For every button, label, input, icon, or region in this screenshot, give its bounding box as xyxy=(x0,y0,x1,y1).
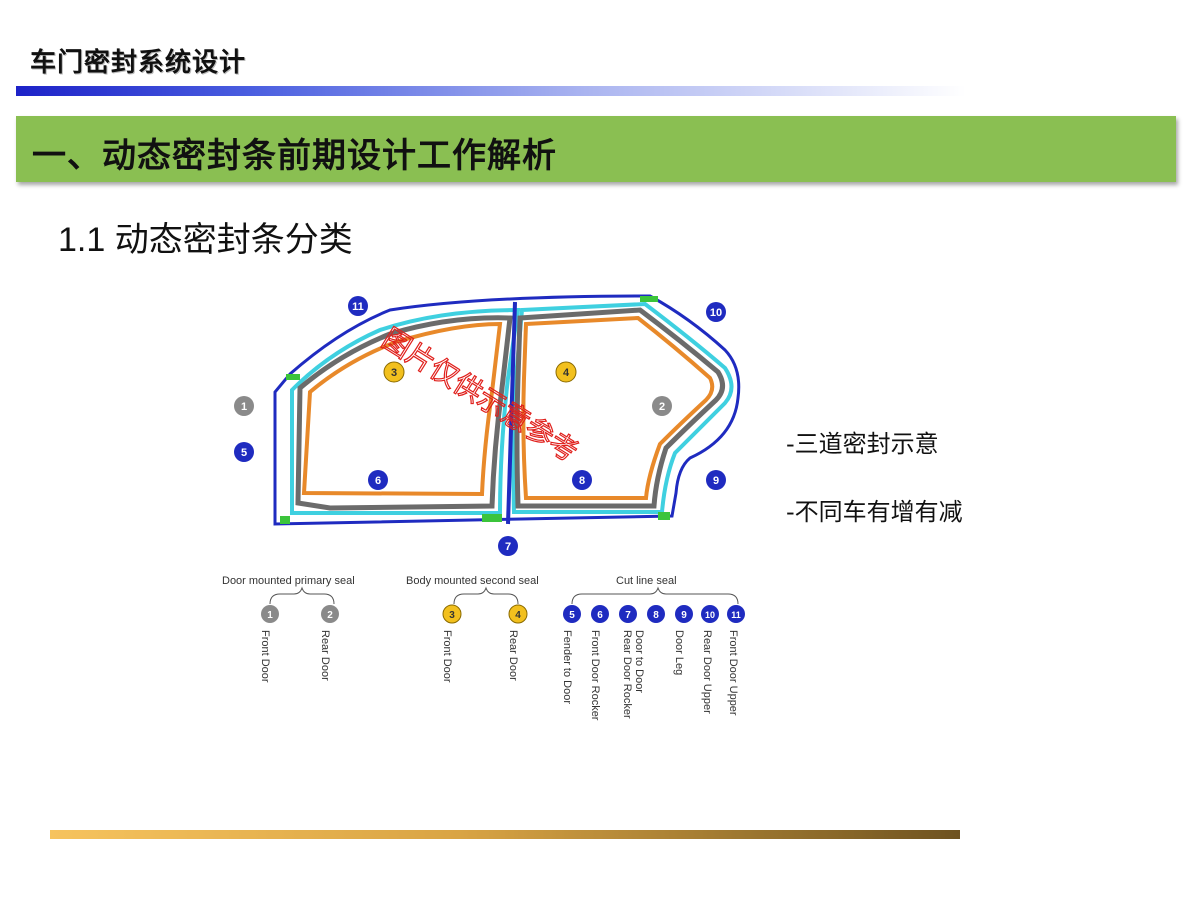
svg-text:9: 9 xyxy=(713,475,719,487)
legend-text-front-door-second: Front Door xyxy=(441,630,453,683)
svg-text:10: 10 xyxy=(710,307,722,319)
green-clip xyxy=(640,296,658,302)
legend-text-rear-door-upper: Rear Door Upper xyxy=(701,630,713,714)
svg-text:6: 6 xyxy=(597,610,603,621)
brace-second xyxy=(453,586,519,605)
svg-text:3: 3 xyxy=(391,367,397,379)
legend-marker-10: 10 xyxy=(701,605,719,623)
legend-text-front-door-rocker: Front Door Rocker xyxy=(589,630,601,721)
front-gray-seal xyxy=(295,315,513,511)
legend-marker-2: 2 xyxy=(321,605,339,623)
section-banner: 一、动态密封条前期设计工作解析 xyxy=(16,116,1176,182)
legend-marker-4: 4 xyxy=(508,604,528,624)
svg-text:11: 11 xyxy=(731,610,741,620)
legend-text-door-leg: Door Leg xyxy=(673,630,685,675)
svg-text:5: 5 xyxy=(569,610,575,621)
marker-1: 1 xyxy=(234,396,254,416)
note-vehicle-variation: -不同车有增有减 xyxy=(786,498,963,526)
svg-text:6: 6 xyxy=(375,475,381,487)
legend-marker-11: 11 xyxy=(727,605,745,623)
green-clip xyxy=(658,512,670,520)
marker-8: 8 xyxy=(572,470,592,490)
legend-marker-3: 3 xyxy=(442,604,462,624)
legend-marker-8: 8 xyxy=(647,605,665,623)
brace-primary xyxy=(269,586,335,605)
document-title: 车门密封系统设计 xyxy=(30,48,247,78)
svg-text:1: 1 xyxy=(241,401,247,413)
marker-11: 11 xyxy=(348,296,368,316)
svg-text:11: 11 xyxy=(352,301,364,313)
sub-heading: 1.1 动态密封条分类 xyxy=(58,221,353,259)
svg-text:4: 4 xyxy=(563,367,570,379)
svg-text:5: 5 xyxy=(241,447,247,459)
watermark-text: 图片仅供示意参考 xyxy=(377,323,583,468)
legend-marker-7: 7 xyxy=(619,605,637,623)
title-divider xyxy=(16,86,966,96)
svg-text:2: 2 xyxy=(659,401,665,413)
legend-marker-9: 9 xyxy=(675,605,693,623)
rear-gray-seal xyxy=(514,307,725,509)
marker-10: 10 xyxy=(706,302,726,322)
svg-text:1: 1 xyxy=(267,610,273,621)
marker-9: 9 xyxy=(706,470,726,490)
brace-cutline xyxy=(571,586,739,605)
front-cyan-seal xyxy=(290,307,521,515)
svg-text:9: 9 xyxy=(681,610,687,621)
legend-text-fender-to-door: Fender to Door xyxy=(561,630,573,704)
note-three-seals: -三道密封示意 xyxy=(786,430,939,458)
rear-orange-seal xyxy=(521,315,715,500)
outer-cutline xyxy=(273,294,741,526)
section-title: 一、动态密封条前期设计工作解析 xyxy=(32,136,557,176)
marker-3: 3 xyxy=(383,361,405,383)
green-clip xyxy=(280,516,290,524)
legend-text-rear-door-second: Rear Door xyxy=(507,630,519,681)
svg-text:7: 7 xyxy=(505,541,511,553)
group-label-cutline: Cut line seal xyxy=(616,575,677,587)
group-label-second: Body mounted second seal xyxy=(406,575,539,587)
legend-marker-6: 6 xyxy=(591,605,609,623)
center-pillar xyxy=(506,301,517,525)
legend-text-front-door-primary: Front Door xyxy=(259,630,271,683)
svg-text:10: 10 xyxy=(705,610,715,620)
green-clip xyxy=(482,514,502,522)
legend-text-door-to-door: Door to Door xyxy=(633,630,645,693)
group-label-primary: Door mounted primary seal xyxy=(222,575,355,587)
marker-2: 2 xyxy=(652,396,672,416)
marker-7: 7 xyxy=(498,536,518,556)
legend-marker-1: 1 xyxy=(261,605,279,623)
rear-cyan-seal xyxy=(511,301,734,514)
door-seal-diagram: 11 10 3 4 1 2 5 6 8 9 7 图片仅供示意参考 Door mo… xyxy=(220,288,760,748)
green-clip xyxy=(286,374,300,380)
legend-text-front-door-upper: Front Door Upper xyxy=(727,630,739,716)
svg-text:7: 7 xyxy=(625,610,631,621)
svg-text:3: 3 xyxy=(449,610,455,621)
legend-text-rear-door-rocker: Rear Door Rocker xyxy=(621,630,633,719)
legend-text-rear-door-primary: Rear Door xyxy=(319,630,331,681)
svg-text:2: 2 xyxy=(327,610,333,621)
door-seal-svg: 11 10 3 4 1 2 5 6 8 9 7 图片仅供示意参考 Door mo… xyxy=(222,294,745,721)
front-orange-seal xyxy=(301,321,503,497)
marker-4: 4 xyxy=(555,361,577,383)
footer-divider xyxy=(50,830,960,839)
svg-text:4: 4 xyxy=(515,610,521,621)
legend-marker-5: 5 xyxy=(563,605,581,623)
marker-5: 5 xyxy=(234,442,254,462)
svg-text:8: 8 xyxy=(579,475,585,487)
svg-text:8: 8 xyxy=(653,610,659,621)
marker-6: 6 xyxy=(368,470,388,490)
